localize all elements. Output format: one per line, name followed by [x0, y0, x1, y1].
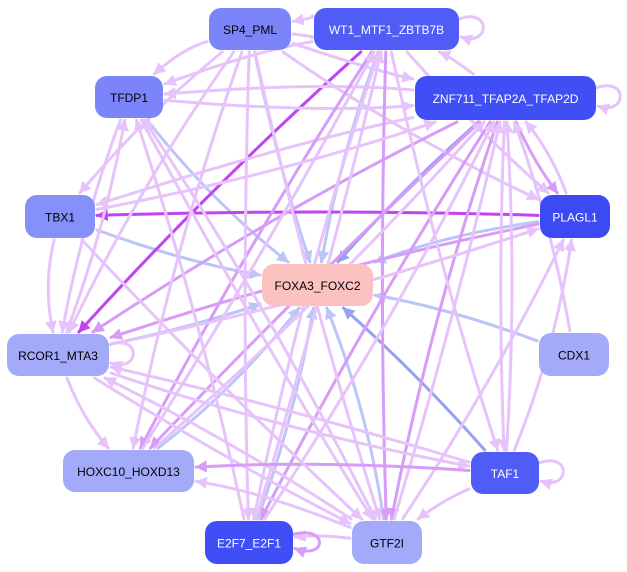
edge-tbx1-to-gtf2i	[80, 238, 364, 521]
node-label: FOXA3_FOXC2	[274, 279, 360, 293]
self-loop-rcor1_mta3	[107, 341, 135, 373]
node-label: HOXC10_HOXD13	[77, 465, 180, 479]
edge-tfdp1-to-znf711_tfap2a_tfap2d	[163, 98, 415, 113]
node-box	[314, 8, 459, 50]
node-label: WT1_MTF1_ZBTB7B	[329, 23, 444, 37]
edge-plagl1-to-znf711_tfap2a_tfap2d	[524, 120, 568, 195]
node-box	[205, 521, 293, 564]
node-plagl1[interactable]: PLAGL1	[540, 195, 610, 238]
node-label: ZNF711_TFAP2A_TFAP2D	[433, 92, 579, 106]
edge-wt1_mtf1_zbtb7b-to-gtf2i	[379, 50, 392, 521]
node-box	[63, 450, 194, 492]
edge-rcor1_mta3-to-hoxc10_hoxd13	[65, 376, 110, 450]
node-e2f7-e2f1[interactable]: E2F7_E2F1	[205, 521, 293, 564]
nodes-layer: SP4_PML WT1_MTF1_ZBTB7B TFDP1 ZNF711_TFAP2A…	[7, 8, 610, 564]
self-loop-e2f7_e2f1	[291, 531, 321, 558]
edge-tfdp1-to-foxa3_foxc2	[145, 118, 290, 264]
node-tbx1[interactable]: TBX1	[25, 195, 95, 238]
node-hoxc10-hoxd13[interactable]: HOXC10_HOXD13	[63, 450, 194, 492]
node-label: SP4_PML	[223, 23, 277, 37]
edge-sp4_pml-to-wt1_mtf1_zbtb7b	[291, 30, 324, 43]
node-label: CDX1	[558, 349, 590, 363]
node-label: TBX1	[45, 211, 75, 225]
node-cdx1[interactable]: CDX1	[539, 333, 609, 376]
edges-layer	[44, 13, 622, 558]
node-wt1-mtf1-zbtb7b[interactable]: WT1_MTF1_ZBTB7B	[314, 8, 459, 50]
edge-rcor1_mta3-to-tfdp1	[65, 118, 129, 334]
edge-taf1-to-gtf2i	[416, 487, 471, 521]
edge-sp4_pml-to-znf711_tfap2a_tfap2d	[291, 41, 415, 83]
edge-plagl1-to-tbx1	[95, 209, 540, 222]
node-gtf2i[interactable]: GTF2I	[352, 521, 422, 564]
node-label: TAF1	[491, 467, 520, 481]
edge-tbx1-to-rcor1_mta3	[44, 238, 57, 334]
node-rcor1-mta3[interactable]: RCOR1_MTA3	[7, 334, 109, 376]
edge-e2f7_e2f1-to-znf711_tfap2a_tfap2d	[263, 120, 496, 521]
edge-sp4_pml-to-tfdp1	[152, 40, 209, 76]
node-box	[209, 8, 291, 50]
edge-gtf2i-to-hoxc10_hoxd13	[194, 476, 352, 529]
edge-gtf2i-to-foxa3_foxc2	[325, 306, 386, 521]
edge-znf711_tfap2a_tfap2d-to-gtf2i	[387, 120, 499, 521]
node-box	[7, 334, 109, 376]
node-foxa3-foxc2[interactable]: FOXA3_FOXC2	[262, 264, 373, 306]
edge-taf1-to-rcor1_mta3	[109, 363, 471, 464]
edge-sp4_pml-to-rcor1_mta3	[67, 50, 236, 334]
edge-gtf2i-to-tfdp1	[142, 118, 377, 521]
node-box	[539, 333, 609, 376]
node-znf711-tfap2a-tfap2d[interactable]: ZNF711_TFAP2A_TFAP2D	[415, 76, 596, 120]
edge-hoxc10_hoxd13-to-foxa3_foxc2	[156, 306, 301, 450]
node-label: E2F7_E2F1	[217, 537, 281, 551]
edge-tbx1-to-znf711_tfap2a_tfap2d	[95, 119, 437, 211]
edge-taf1-to-hoxc10_hoxd13	[194, 460, 471, 473]
node-box	[540, 195, 610, 238]
node-label: GTF2I	[370, 537, 404, 551]
edge-wt1_mtf1_zbtb7b-to-sp4_pml	[291, 13, 315, 26]
node-sp4-pml[interactable]: SP4_PML	[209, 8, 291, 50]
self-loop-wt1_mtf1_zbtb7b	[457, 15, 485, 47]
edge-taf1-to-znf711_tfap2a_tfap2d	[501, 120, 514, 452]
edge-sp4_pml-to-tbx1	[78, 50, 224, 195]
node-box	[25, 195, 95, 238]
edge-znf711_tfap2a_tfap2d-to-tfdp1	[163, 85, 415, 100]
edge-sp4_pml-to-hoxc10_hoxd13	[129, 50, 244, 450]
edge-taf1-to-foxa3_foxc2	[341, 306, 487, 452]
edge-wt1_mtf1_zbtb7b-to-taf1	[389, 50, 500, 452]
self-loop-znf711_tfap2a_tfap2d	[594, 84, 622, 116]
edge-rcor1_mta3-to-taf1	[109, 371, 471, 470]
self-loop-taf1	[537, 459, 565, 491]
node-label: RCOR1_MTA3	[18, 349, 98, 363]
node-tfdp1[interactable]: TFDP1	[95, 76, 163, 118]
node-box	[352, 521, 422, 564]
edge-znf711_tfap2a_tfap2d-to-wt1_mtf1_zbtb7b	[438, 50, 475, 76]
edge-znf711_tfap2a_tfap2d-to-rcor1_mta3	[91, 120, 459, 334]
node-box	[415, 76, 596, 120]
node-box	[471, 452, 539, 494]
edge-znf711_tfap2a_tfap2d-to-taf1	[497, 120, 510, 452]
node-taf1[interactable]: TAF1	[471, 452, 539, 494]
edge-gtf2i-to-plagl1	[401, 238, 565, 521]
node-label: PLAGL1	[552, 211, 598, 225]
node-box	[262, 264, 373, 306]
node-box	[95, 76, 163, 118]
edge-rcor1_mta3-to-gtf2i	[93, 376, 352, 525]
node-label: TFDP1	[110, 91, 148, 105]
edge-gtf2i-to-e2f7_e2f1	[293, 529, 352, 542]
